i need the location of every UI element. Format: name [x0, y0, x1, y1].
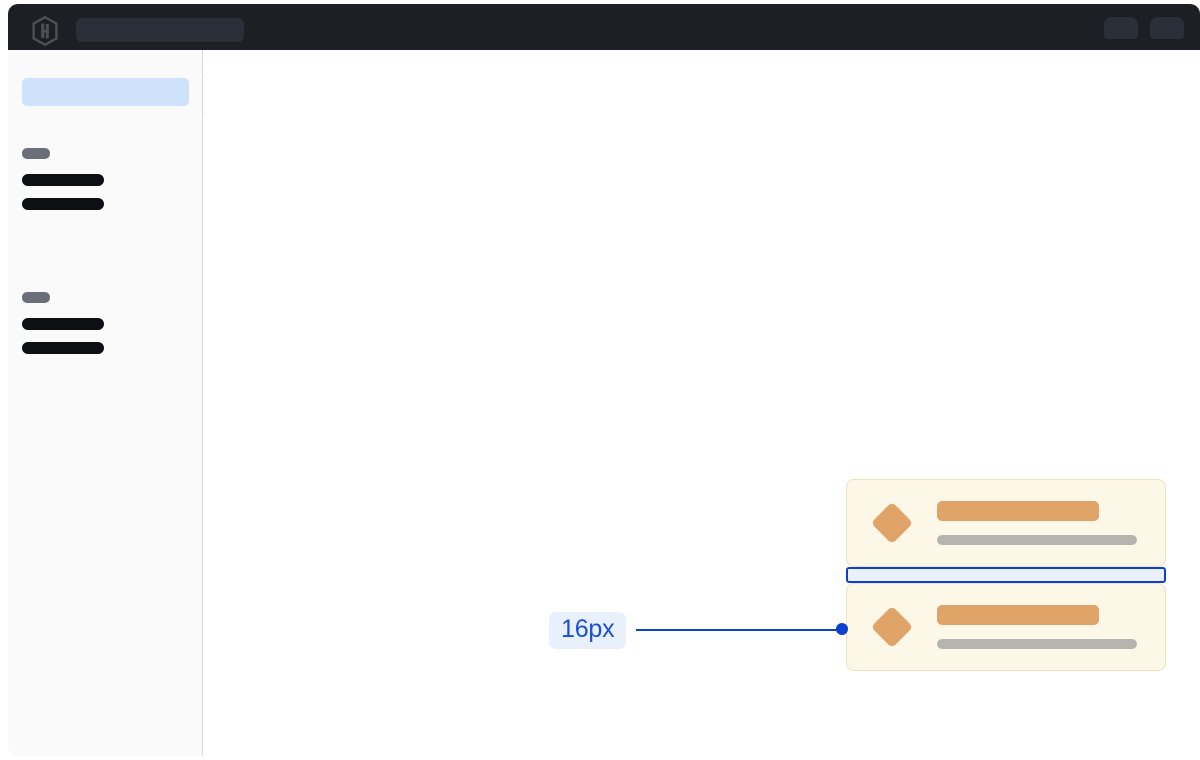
header-actions: [1104, 17, 1184, 39]
diamond-icon: [870, 501, 914, 545]
measurement-anchor-dot: [836, 623, 848, 635]
card-stack: [846, 479, 1166, 671]
sidebar-item-selected[interactable]: [22, 78, 189, 106]
measurement-leader-line: [636, 629, 842, 631]
info-card-2-title: [937, 605, 1099, 625]
sidebar-group-2: [22, 292, 104, 366]
sidebar-group-2-label: [22, 292, 50, 303]
info-card-1[interactable]: [846, 479, 1166, 567]
header-pill-2[interactable]: [1150, 17, 1184, 39]
diamond-icon: [870, 605, 914, 649]
sidebar-item-g2-1[interactable]: [22, 318, 104, 330]
app-body: [8, 50, 1200, 756]
info-card-1-title: [937, 501, 1099, 521]
spacing-gap-highlight: [846, 567, 1166, 583]
hexagon-h-logo-icon[interactable]: [30, 15, 60, 47]
sidebar: [8, 50, 203, 756]
info-card-2-subtitle: [937, 639, 1137, 649]
info-card-1-subtitle: [937, 535, 1137, 545]
info-card-2-text: [937, 605, 1137, 649]
info-card-2[interactable]: [846, 583, 1166, 671]
measurement-value-label: 16px: [549, 612, 627, 649]
header-pill-1[interactable]: [1104, 17, 1138, 39]
global-search-input[interactable]: [76, 18, 244, 42]
sidebar-item-g1-1[interactable]: [22, 174, 104, 186]
info-card-1-text: [937, 501, 1137, 545]
sidebar-item-g2-2[interactable]: [22, 342, 104, 354]
sidebar-group-1: [22, 148, 104, 222]
app-header: [8, 4, 1200, 50]
sidebar-group-1-label: [22, 148, 50, 159]
sidebar-item-g1-2[interactable]: [22, 198, 104, 210]
